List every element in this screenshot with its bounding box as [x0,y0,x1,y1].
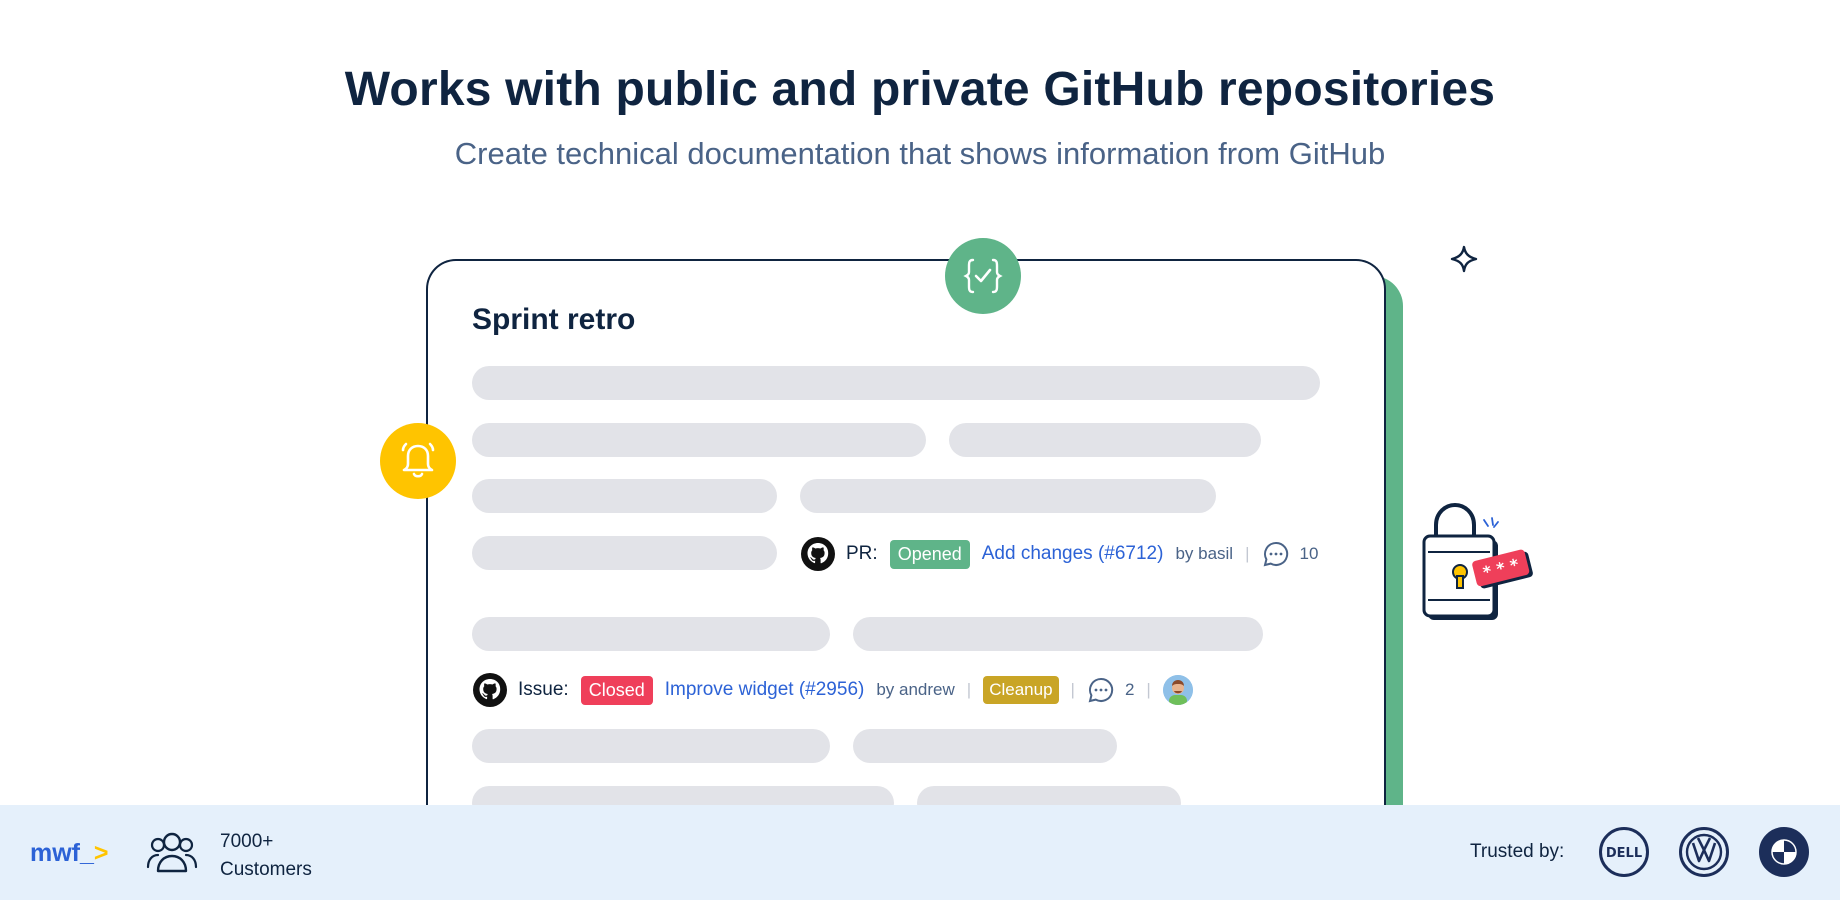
pr-status-badge: Opened [889,539,970,569]
customers-label: Customers [220,859,312,880]
pr-link[interactable]: Add changes (#6712) [981,543,1164,564]
placeholder-line [472,423,926,457]
placeholder-line [853,617,1263,651]
comment-bubble-icon [1263,541,1288,567]
issue-link[interactable]: Improve widget (#2956) [664,679,865,700]
separator: | [1146,680,1151,699]
issue-author: by andrew [876,680,955,699]
assignee-avatar [1162,675,1193,705]
vw-logo [1679,827,1729,877]
customers-stat: 7000+ Customers [220,828,312,884]
placeholder-line [472,366,1320,400]
customers-count: 7000+ [220,831,274,852]
people-icon [146,832,198,873]
comment-bubble-icon [1088,677,1114,703]
dell-logo-text: DELL [1606,846,1642,861]
footer-bar: mwf_> 7000+ Customers Trusted by: DELL [0,805,1840,900]
separator: | [1245,544,1250,563]
separator: | [1070,680,1075,699]
dell-logo: DELL [1599,827,1649,877]
github-icon [801,537,835,571]
issue-status-badge: Closed [580,675,653,705]
bmw-logo [1759,827,1809,877]
issue-comment-count: 2 [1124,680,1135,699]
hero-title: Works with public and private GitHub rep… [344,63,1496,116]
pr-comment-count: 10 [1299,544,1319,563]
curly-check-icon [945,238,1021,314]
placeholder-line [472,729,830,763]
card-title: Sprint retro [472,303,636,336]
pr-author: by basil [1175,544,1234,563]
document-card: Sprint retro PR: Opened Add changes (#67… [426,259,1386,859]
pr-label: PR: [846,543,878,564]
logo-caret: > [93,839,109,867]
placeholder-line [949,423,1261,457]
pr-row: PR: Opened Add changes (#6712) by basil … [800,537,1330,571]
issue-row: Issue: Closed Improve widget (#2956) by … [472,672,1193,708]
github-icon [473,673,507,707]
issue-tag-badge[interactable]: Cleanup [983,676,1059,704]
separator: | [966,680,972,699]
bell-icon [380,423,456,499]
sparkle-icon [1450,245,1478,273]
brand-logo[interactable]: mwf_> [30,839,109,868]
trusted-by-label: Trusted by: [1470,841,1565,862]
placeholder-line [800,479,1216,513]
placeholder-line [472,536,777,570]
placeholder-line [472,617,830,651]
placeholder-line [853,729,1117,763]
logo-text: mwf_ [30,839,94,867]
hero-subtitle: Create technical documentation that show… [454,136,1386,171]
padlock-password-icon: * * * [1422,502,1533,620]
issue-label: Issue: [518,679,569,700]
placeholder-line [472,479,777,513]
